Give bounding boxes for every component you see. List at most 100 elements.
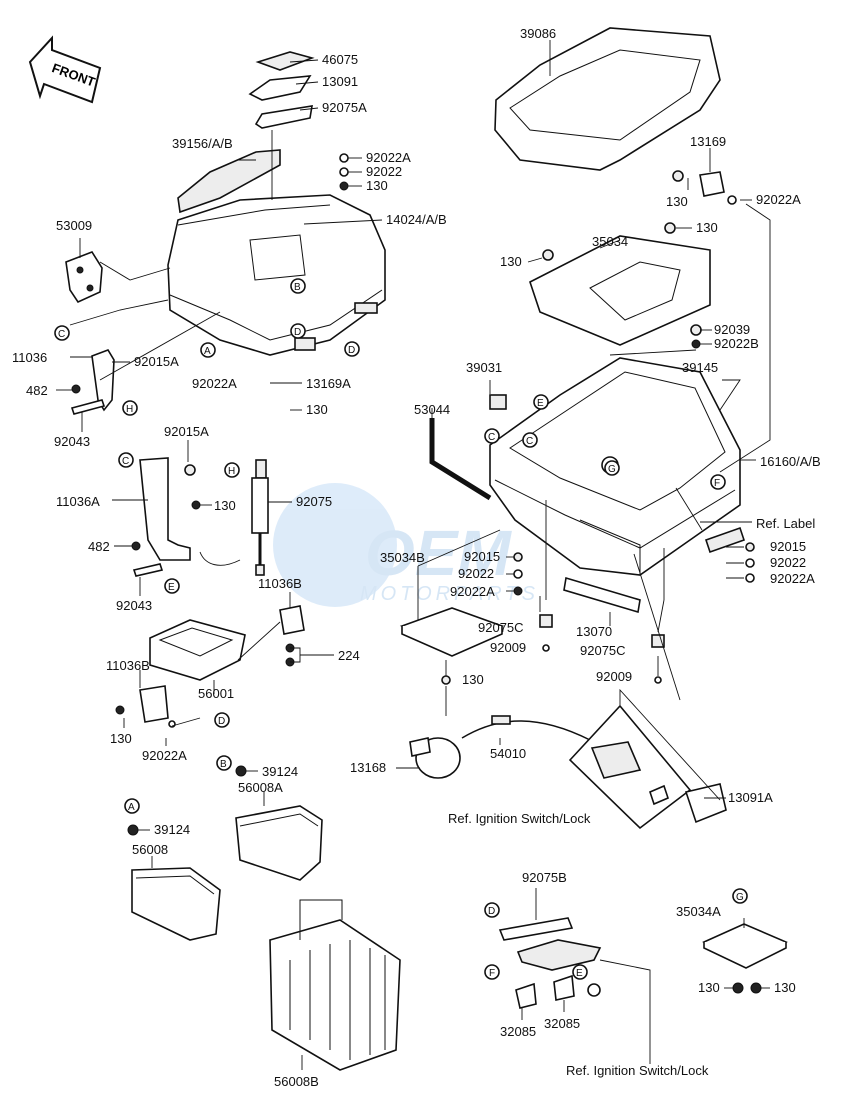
cover-13091A xyxy=(684,783,727,824)
label-92075C-a: 92075C xyxy=(478,620,524,635)
label-53044: 53044 xyxy=(414,402,450,417)
label-130-s2: 130 xyxy=(774,980,796,995)
cable-54010 xyxy=(461,715,591,741)
label-35034B: 35034B xyxy=(380,550,425,565)
label-130-r2: 130 xyxy=(696,220,718,235)
callout-D-tray: D xyxy=(214,712,230,728)
callout-C-case1: C xyxy=(484,428,500,444)
label-13169A: 13169A xyxy=(306,376,351,391)
pouch-56008 xyxy=(127,824,221,941)
label-92043-a: 92043 xyxy=(54,434,90,449)
label-56008B: 56008B xyxy=(274,1074,319,1089)
label-92022A-c: 92022A xyxy=(142,748,187,763)
bracket-13169 xyxy=(664,170,737,234)
svg-text:A: A xyxy=(128,802,135,813)
label-92075C-b: 92075C xyxy=(580,643,626,658)
callout-C-case2: C xyxy=(522,432,538,448)
svg-text:F: F xyxy=(489,968,495,979)
label-56008: 56008 xyxy=(132,842,168,857)
svg-text:E: E xyxy=(537,398,544,409)
label-92075A: 92075A xyxy=(322,100,367,115)
label-92022-r: 92022 xyxy=(770,555,806,570)
plate-35034 xyxy=(529,235,711,349)
label-92039: 92039 xyxy=(714,322,750,337)
label-13091: 13091 xyxy=(322,74,358,89)
gas-strut xyxy=(251,459,269,576)
svg-text:E: E xyxy=(576,968,583,979)
right-fasteners xyxy=(745,542,755,583)
label-130-m: 130 xyxy=(462,672,484,687)
label-92022A-r1: 92022A xyxy=(756,192,801,207)
svg-text:D: D xyxy=(348,345,355,356)
label-39124-b: 39124 xyxy=(154,822,190,837)
label-56008A: 56008A xyxy=(238,780,283,795)
top-case-lid xyxy=(167,194,386,356)
label-32085-b: 32085 xyxy=(544,1016,580,1031)
svg-text:D: D xyxy=(488,906,495,917)
leader-lines xyxy=(56,40,771,1070)
label-14024: 14024/A/B xyxy=(386,212,447,227)
callout-B-pouch: B xyxy=(216,755,232,771)
tray-56001 xyxy=(115,605,305,728)
label-92022A-m: 92022A xyxy=(450,584,495,599)
label-11036A: 11036A xyxy=(56,494,100,509)
svg-text:H: H xyxy=(126,404,133,415)
label-92075: 92075 xyxy=(296,494,332,509)
lid-hardware xyxy=(177,51,349,214)
svg-text:D: D xyxy=(218,716,225,727)
label-39156: 39156/A/B xyxy=(172,136,233,151)
label-92022A-r2: 92022A xyxy=(770,571,815,586)
svg-text:G: G xyxy=(608,464,616,475)
liner-39086 xyxy=(494,27,721,171)
callout-F-case: F xyxy=(710,474,726,490)
label-39086: 39086 xyxy=(520,26,556,41)
callout-C-left: C xyxy=(54,325,70,341)
callout-F-bottom: F xyxy=(484,964,500,980)
label-39031: 39031 xyxy=(466,360,502,375)
label-46075: 46075 xyxy=(322,52,358,67)
callout-E-bottom: E xyxy=(572,964,588,980)
label-16160: 16160/A/B xyxy=(760,454,821,469)
callout-C-bracket: C xyxy=(118,452,134,468)
label-92015-m: 92015 xyxy=(464,549,500,564)
svg-text:H: H xyxy=(228,466,235,477)
label-92022A-mid: 92022A xyxy=(192,376,237,391)
mid-fasteners xyxy=(513,552,665,684)
ref-label-sticker xyxy=(704,526,746,554)
label-482-a: 482 xyxy=(26,383,48,398)
callout-E-bracket: E xyxy=(164,578,180,594)
label-13070: 13070 xyxy=(576,624,612,639)
callout-H-hinge: H xyxy=(122,400,138,416)
label-54010: 54010 xyxy=(490,746,526,761)
label-13169: 13169 xyxy=(690,134,726,149)
label-ref-ignition-1: Ref. Ignition Switch/Lock xyxy=(448,811,591,826)
strip-53044 xyxy=(429,418,492,501)
plate-35034A xyxy=(702,923,788,994)
lock-cylinder-13168 xyxy=(409,737,461,779)
label-56001: 56001 xyxy=(198,686,234,701)
label-11036B-a: 11036B xyxy=(258,576,302,591)
svg-text:A: A xyxy=(204,346,211,357)
callout-D-bottom: D xyxy=(484,902,500,918)
label-130-mid: 130 xyxy=(306,402,328,417)
label-130-top: 130 xyxy=(366,178,388,193)
pad-35034B xyxy=(399,607,505,685)
callout-E-case: E xyxy=(533,394,549,410)
label-92043-b: 92043 xyxy=(116,598,152,613)
svg-text:D: D xyxy=(294,327,301,338)
label-13091A: 13091A xyxy=(728,790,773,805)
svg-text:G: G xyxy=(736,892,744,903)
callout-D-lid1: D xyxy=(290,323,306,339)
label-92009-b: 92009 xyxy=(596,669,632,684)
ignition-switch-ref xyxy=(568,704,692,830)
svg-text:C: C xyxy=(58,329,65,340)
label-ref-label: Ref. Label xyxy=(756,516,815,531)
svg-text:C: C xyxy=(122,456,129,467)
label-130-b: 130 xyxy=(214,498,236,513)
svg-text:B: B xyxy=(220,759,227,770)
watermark-sub: MOTORPARTS xyxy=(360,583,539,605)
label-53009: 53009 xyxy=(56,218,92,233)
callout-G-bottom: G xyxy=(732,888,748,904)
